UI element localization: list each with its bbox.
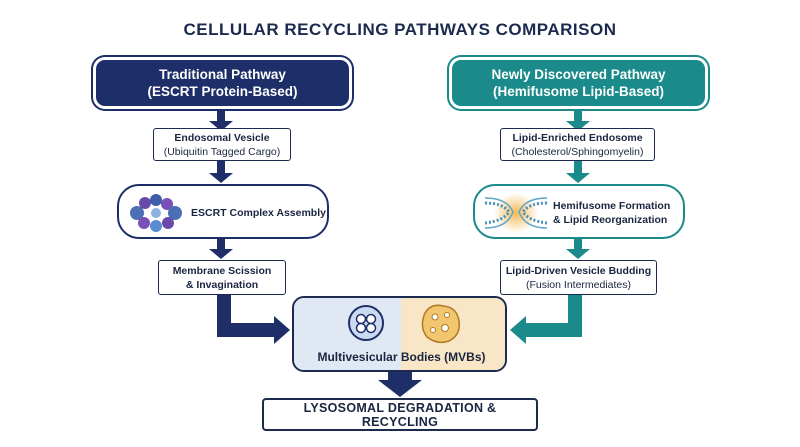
membrane-scission-box: Membrane Scission & Invagination [158,260,286,295]
left-header-line1: Traditional Pathway [159,67,286,82]
right-step2-line1: Hemifusome Formation [553,200,671,212]
right-step2-label: Hemifusome Formation & Lipid Reorganizat… [553,199,685,227]
arrow-head [566,173,590,183]
lipid-bilayer-icon [484,193,548,233]
right-header-line2: (Hemifusome Lipid-Based) [492,84,665,99]
left-elbow-arrow [217,294,290,344]
arrow-shaft [574,110,582,122]
mvb-label: Multivesicular Bodies (MVBs) [317,350,486,364]
escrt-assembly-pill: ESCRT Complex Assembly [117,184,329,239]
mvb-left-half [294,298,401,370]
escrt-protein-icon [130,194,182,232]
arrow-shaft [574,238,582,250]
arrow-head [209,173,233,183]
right-step2-line2: & Lipid Reorganization [553,214,668,226]
new-pathway-header: Newly Discovered Pathway (Hemifusome Lip… [452,60,705,106]
left-step1-title: Endosomal Vesicle [174,131,270,144]
mvb-box: Multivesicular Bodies (MVBs) [292,296,507,372]
hemifusome-vesicle-icon [421,304,461,344]
mvb-vesicle-icon [348,305,384,341]
right-step1-sub: (Cholesterol/Sphingomyelin) [511,145,644,158]
left-step1-sub: (Ubiquitin Tagged Cargo) [163,145,281,158]
final-arrow [378,371,422,397]
left-arrows [209,110,290,344]
arrow-shaft [217,110,225,122]
right-step1-title: Lipid-Enriched Endosome [512,131,643,144]
arrow-shaft [574,160,582,174]
arrow-shaft [217,160,225,174]
left-step2-label: ESCRT Complex Assembly [191,207,326,219]
right-header-line1: Newly Discovered Pathway [491,67,666,82]
right-arrows [510,110,590,344]
left-step3-line1: Membrane Scission [172,264,272,277]
right-step3-title: Lipid-Driven Vesicle Budding [505,264,652,277]
lipid-enriched-endosome-box: Lipid-Enriched Endosome (Cholesterol/Sph… [500,128,655,161]
arrow-head [566,121,590,131]
hemifusome-pill: Hemifusome Formation & Lipid Reorganizat… [473,184,685,239]
left-step3-line2: & Invagination [185,278,259,291]
left-header-line2: (ESCRT Protein-Based) [147,84,298,99]
lysosomal-degradation-box: LYSOSOMAL DEGRADATION & RECYCLING [262,398,538,431]
vesicle-budding-box: Lipid-Driven Vesicle Budding (Fusion Int… [500,260,657,295]
arrow-head [209,249,233,259]
endosomal-vesicle-box: Endosomal Vesicle (Ubiquitin Tagged Carg… [153,128,291,161]
arrow-head [566,249,590,259]
traditional-pathway-header: Traditional Pathway (ESCRT Protein-Based… [96,60,349,106]
arrow-head [209,121,233,131]
arrow-shaft [217,238,225,250]
right-step3-sub: (Fusion Intermediates) [525,278,632,291]
right-elbow-arrow [510,294,582,344]
diagram-title: CELLULAR RECYCLING PATHWAYS COMPARISON [183,20,617,39]
